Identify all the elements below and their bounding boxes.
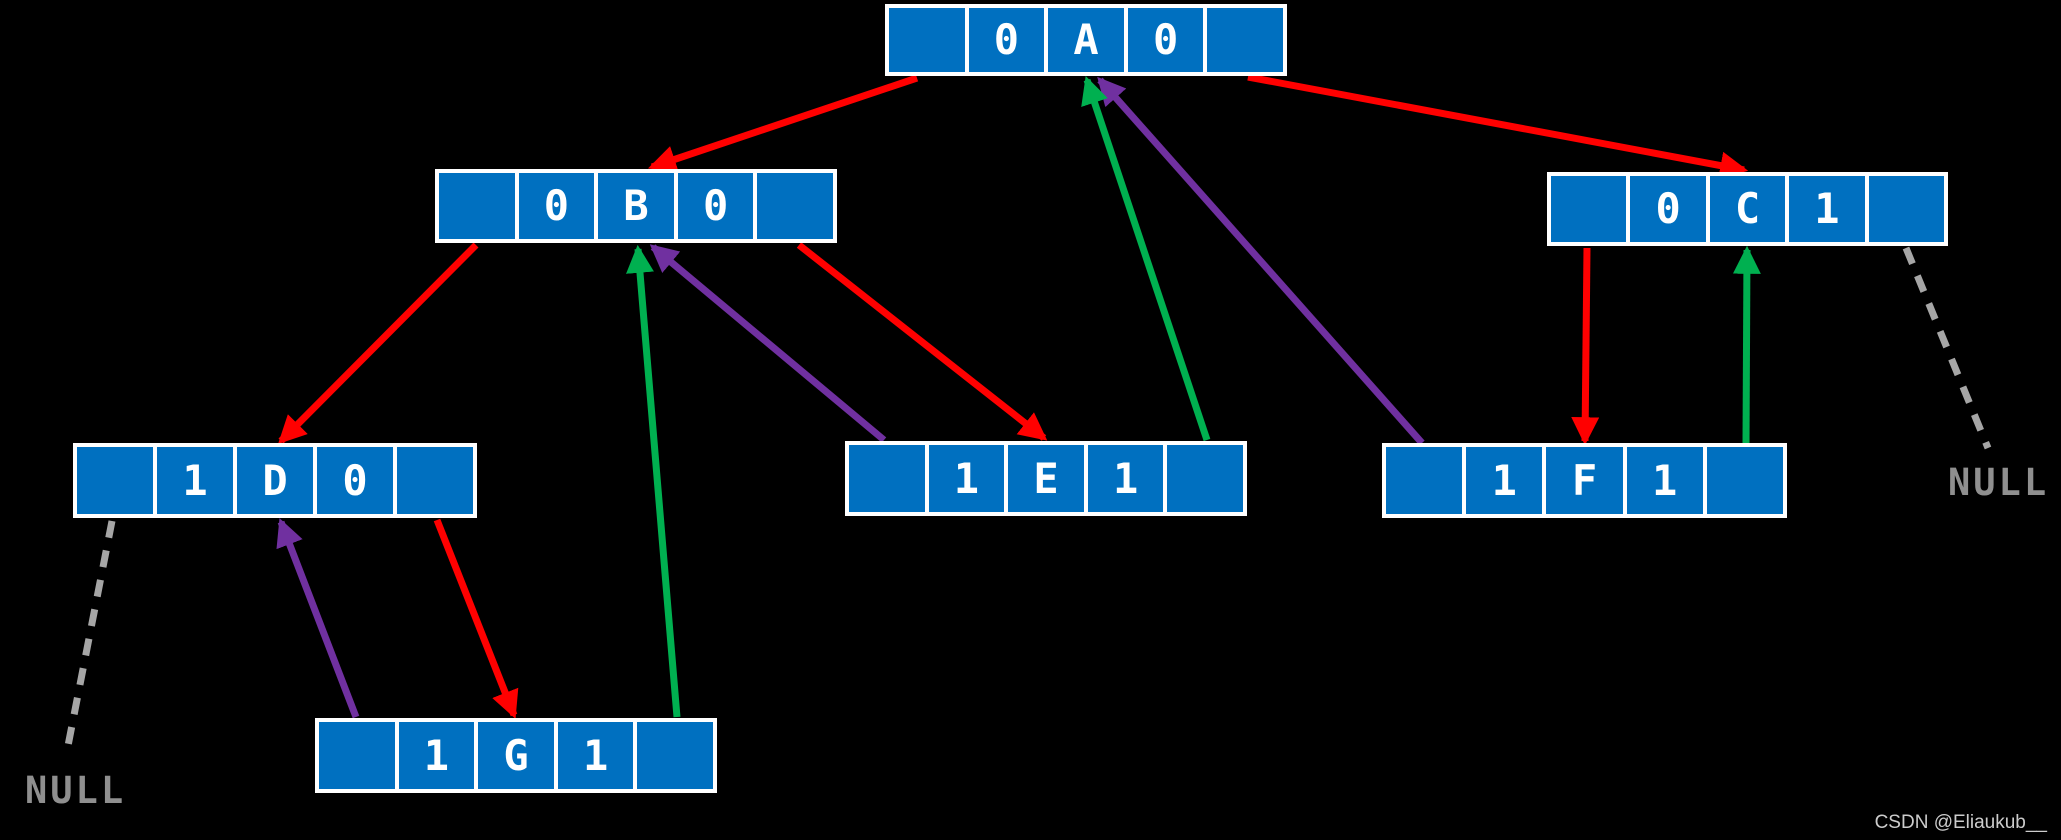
node-G-ltag: 1 [398,722,475,789]
left-thread-G-D [276,518,360,719]
node-C-rchild-pointer [1868,176,1944,242]
child-pointer-B-D [278,242,479,444]
node-D-lchild-pointer [77,447,153,514]
node-D-data: D [237,447,313,514]
node-F-rchild-pointer [1706,447,1783,514]
node-C-ltag: 0 [1630,176,1706,242]
node-B-rchild-pointer [757,173,833,239]
left-thread-E-B [649,244,887,443]
null-label: NULL [1948,461,2050,504]
node-B-lchild-pointer [439,173,515,239]
left-thread-F-A [1097,76,1425,446]
node-F-rtag: 1 [1626,447,1703,514]
node-E-rtag: 1 [1087,445,1164,512]
child-pointer-A-C [1247,73,1749,180]
node-F-data: F [1546,447,1623,514]
node-C-data: C [1709,176,1786,242]
node-G-data: G [478,722,554,789]
right-thread-E-A [1081,76,1211,442]
node-A-rchild-pointer [1207,8,1283,72]
null-link-C-rchild [1902,246,1992,450]
node-C-lchild-pointer [1551,176,1627,242]
node-D-rtag: 0 [317,447,393,514]
node-A-lchild-pointer [889,8,965,72]
child-pointer-A-B [648,74,919,173]
node-F-ltag: 1 [1466,447,1543,514]
node-D-ltag: 1 [157,447,233,514]
node-G-rchild-pointer [637,722,713,789]
node-B-rtag: 0 [677,173,754,239]
child-pointer-D-G [433,518,519,719]
node-B-data: B [598,173,674,239]
node-A-rtag: 0 [1127,8,1204,72]
child-pointer-B-E [796,242,1048,441]
node-C-rtag: 1 [1789,176,1865,242]
null-link-D-lchild [62,520,116,757]
node-G-rtag: 1 [557,722,634,789]
node-B-ltag: 0 [518,173,595,239]
node-D-rchild-pointer [397,447,473,514]
right-thread-F-C [1732,245,1761,444]
node-E-data: E [1008,445,1084,512]
null-label: NULL [25,769,127,812]
right-thread-G-B [626,244,681,718]
node-E-rchild-pointer [1167,445,1243,512]
node-E-ltag: 1 [928,445,1005,512]
child-pointer-C-F [1571,247,1600,446]
node-E-lchild-pointer [849,445,925,512]
node-A-data: A [1048,8,1124,72]
node-F-lchild-pointer [1386,447,1463,514]
node-A-ltag: 0 [968,8,1045,72]
node-G-lchild-pointer [319,722,395,789]
watermark-text: CSDN @Eliaukub__ [1874,812,2047,833]
